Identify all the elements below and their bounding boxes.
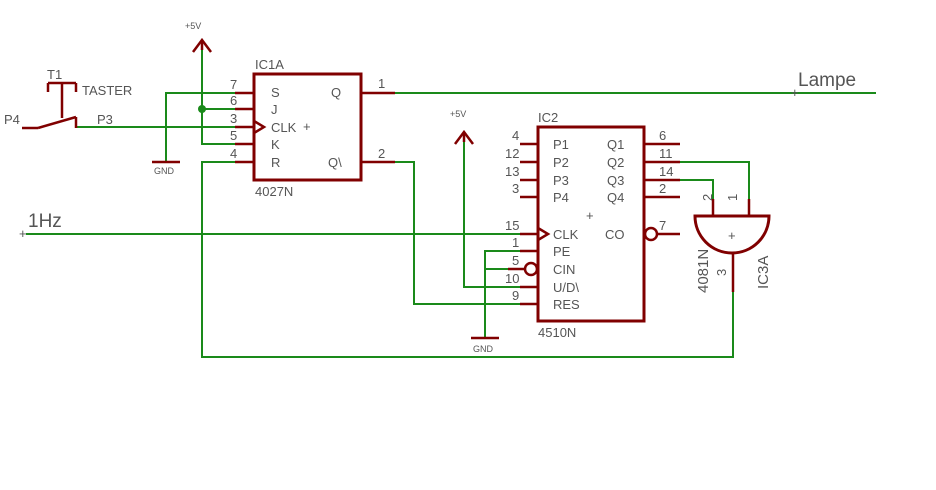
- net-plus-clock: +: [19, 226, 27, 241]
- wire-s-gnd: [165, 92, 235, 163]
- ic2-pin-label: Q3: [607, 173, 624, 188]
- vcc-symbol-1: +5V: [185, 21, 212, 53]
- ic2-pin-label: P3: [553, 173, 569, 188]
- ic1-part: 4027N: [255, 184, 293, 199]
- ic2-pin-label: P1: [553, 137, 569, 152]
- push-button-switch: T1 TASTER P4 P3: [4, 67, 132, 130]
- ic2-pin-num: 13: [505, 164, 519, 179]
- ic2-pin-label: CIN: [553, 262, 575, 277]
- ic2-pin-num: 5: [512, 253, 519, 268]
- ic2-pin-num: 10: [505, 271, 519, 286]
- ic1-clock-triangle: [253, 119, 267, 135]
- ic2-body: [536, 125, 646, 323]
- ic1-pin-num: 6: [230, 93, 237, 108]
- ic1-pin-label: CLK: [271, 120, 297, 135]
- ic1-pin-num: 3: [230, 111, 237, 126]
- ic2-pin-num: 1: [512, 235, 519, 250]
- ic1-pin-num: 5: [230, 128, 237, 143]
- ic2-part: 4510N: [538, 325, 576, 340]
- vcc-label: +5V: [185, 21, 201, 31]
- ic1-pin-label: K: [271, 137, 280, 152]
- gnd-label: GND: [473, 344, 494, 354]
- ic1-pin-num: 4: [230, 146, 237, 161]
- ic3-pin-num: 2: [700, 194, 715, 201]
- ic2-pin-num: 9: [512, 288, 519, 303]
- ic1-flipflop: IC1A 4027N + 7 6 3 5 4 S J CLK K R 1 2 Q…: [230, 57, 395, 199]
- wires: [26, 48, 876, 358]
- wire-qn-res: [395, 161, 520, 305]
- ic1-pin-num: 7: [230, 77, 237, 92]
- wire-reset-loop: [201, 161, 734, 358]
- wire-pe-gnd: [484, 250, 520, 338]
- ic2-pin-num: 14: [659, 164, 673, 179]
- ic1-pin-label: J: [271, 102, 278, 117]
- wire-q3-and: [680, 179, 714, 199]
- ic1-pin-label: S: [271, 85, 280, 100]
- gnd-label: GND: [154, 166, 175, 176]
- ic2-clock-triangle: [537, 226, 551, 242]
- ic2-co-bubble: [643, 226, 659, 242]
- ic2-ref: IC2: [538, 110, 558, 125]
- ic2-counter: IC2 4510N + 4 12 13 3 15 1 5 10 9 P1 P2 …: [505, 110, 680, 340]
- switch-pin-left: P4: [4, 112, 20, 127]
- ic3-part: 4081N: [695, 249, 712, 293]
- wire-jk-vcc: [201, 48, 235, 145]
- ic1-pin-num: 2: [378, 146, 385, 161]
- net-label-clock: 1Hz: [28, 211, 62, 232]
- vcc-label: +5V: [450, 109, 466, 119]
- vcc-symbol-2: +5V: [450, 109, 474, 145]
- ic1-pin-label: R: [271, 155, 280, 170]
- ic2-pin-label: U/D\: [553, 280, 579, 295]
- ic2-pin-num: 4: [512, 128, 519, 143]
- ic2-pin-num: 15: [505, 218, 519, 233]
- switch-value: TASTER: [82, 83, 132, 98]
- ic2-pin-label: RES: [553, 297, 580, 312]
- ic1-ref: IC1A: [255, 57, 284, 72]
- ic2-pin-label: P4: [553, 190, 569, 205]
- ic2-origin: +: [586, 208, 594, 223]
- ic3-ref: IC3A: [755, 256, 772, 289]
- ic2-pin-num: 12: [505, 146, 519, 161]
- ic2-pin-num: 11: [659, 146, 673, 161]
- junction-dot: [198, 105, 206, 113]
- gnd-symbol-1: GND: [152, 160, 180, 176]
- net-label-lampe: Lampe: [798, 70, 856, 91]
- ic2-cin-bubble: [523, 261, 539, 277]
- ic2-pin-label: Q1: [607, 137, 624, 152]
- ic2-pin-label: Q4: [607, 190, 624, 205]
- ic1-pin-num: 1: [378, 76, 385, 91]
- ic2-pin-label: PE: [553, 244, 571, 259]
- ic3-pin-num: 3: [714, 269, 729, 276]
- ic2-pin-num: 3: [512, 181, 519, 196]
- gnd-symbol-2: GND: [471, 336, 499, 354]
- ic3-pin-num: 1: [725, 194, 740, 201]
- net-plus-lampe: +: [791, 85, 799, 100]
- ic1-pin-label: Q\: [328, 155, 342, 170]
- ic2-pin-num: 6: [659, 128, 666, 143]
- switch-ref: T1: [47, 67, 62, 82]
- ic2-pin-label: CLK: [553, 227, 579, 242]
- ic1-origin: +: [303, 119, 311, 134]
- ic2-pin-label: CO: [605, 227, 625, 242]
- wire-ud-vcc: [463, 140, 520, 288]
- ic3-origin: +: [728, 228, 736, 243]
- ic1-pin-label: Q: [331, 85, 341, 100]
- wire-q2-and: [680, 161, 750, 199]
- ic2-pin-label: Q2: [607, 155, 624, 170]
- ic3-and-gate: + 1 2 3 4081N IC3A: [693, 194, 772, 293]
- ic2-pin-num: 2: [659, 181, 666, 196]
- ic2-pin-num: 7: [659, 218, 666, 233]
- ic3-body: [693, 214, 771, 255]
- ic2-pin-label: P2: [553, 155, 569, 170]
- switch-pin-right: P3: [97, 112, 113, 127]
